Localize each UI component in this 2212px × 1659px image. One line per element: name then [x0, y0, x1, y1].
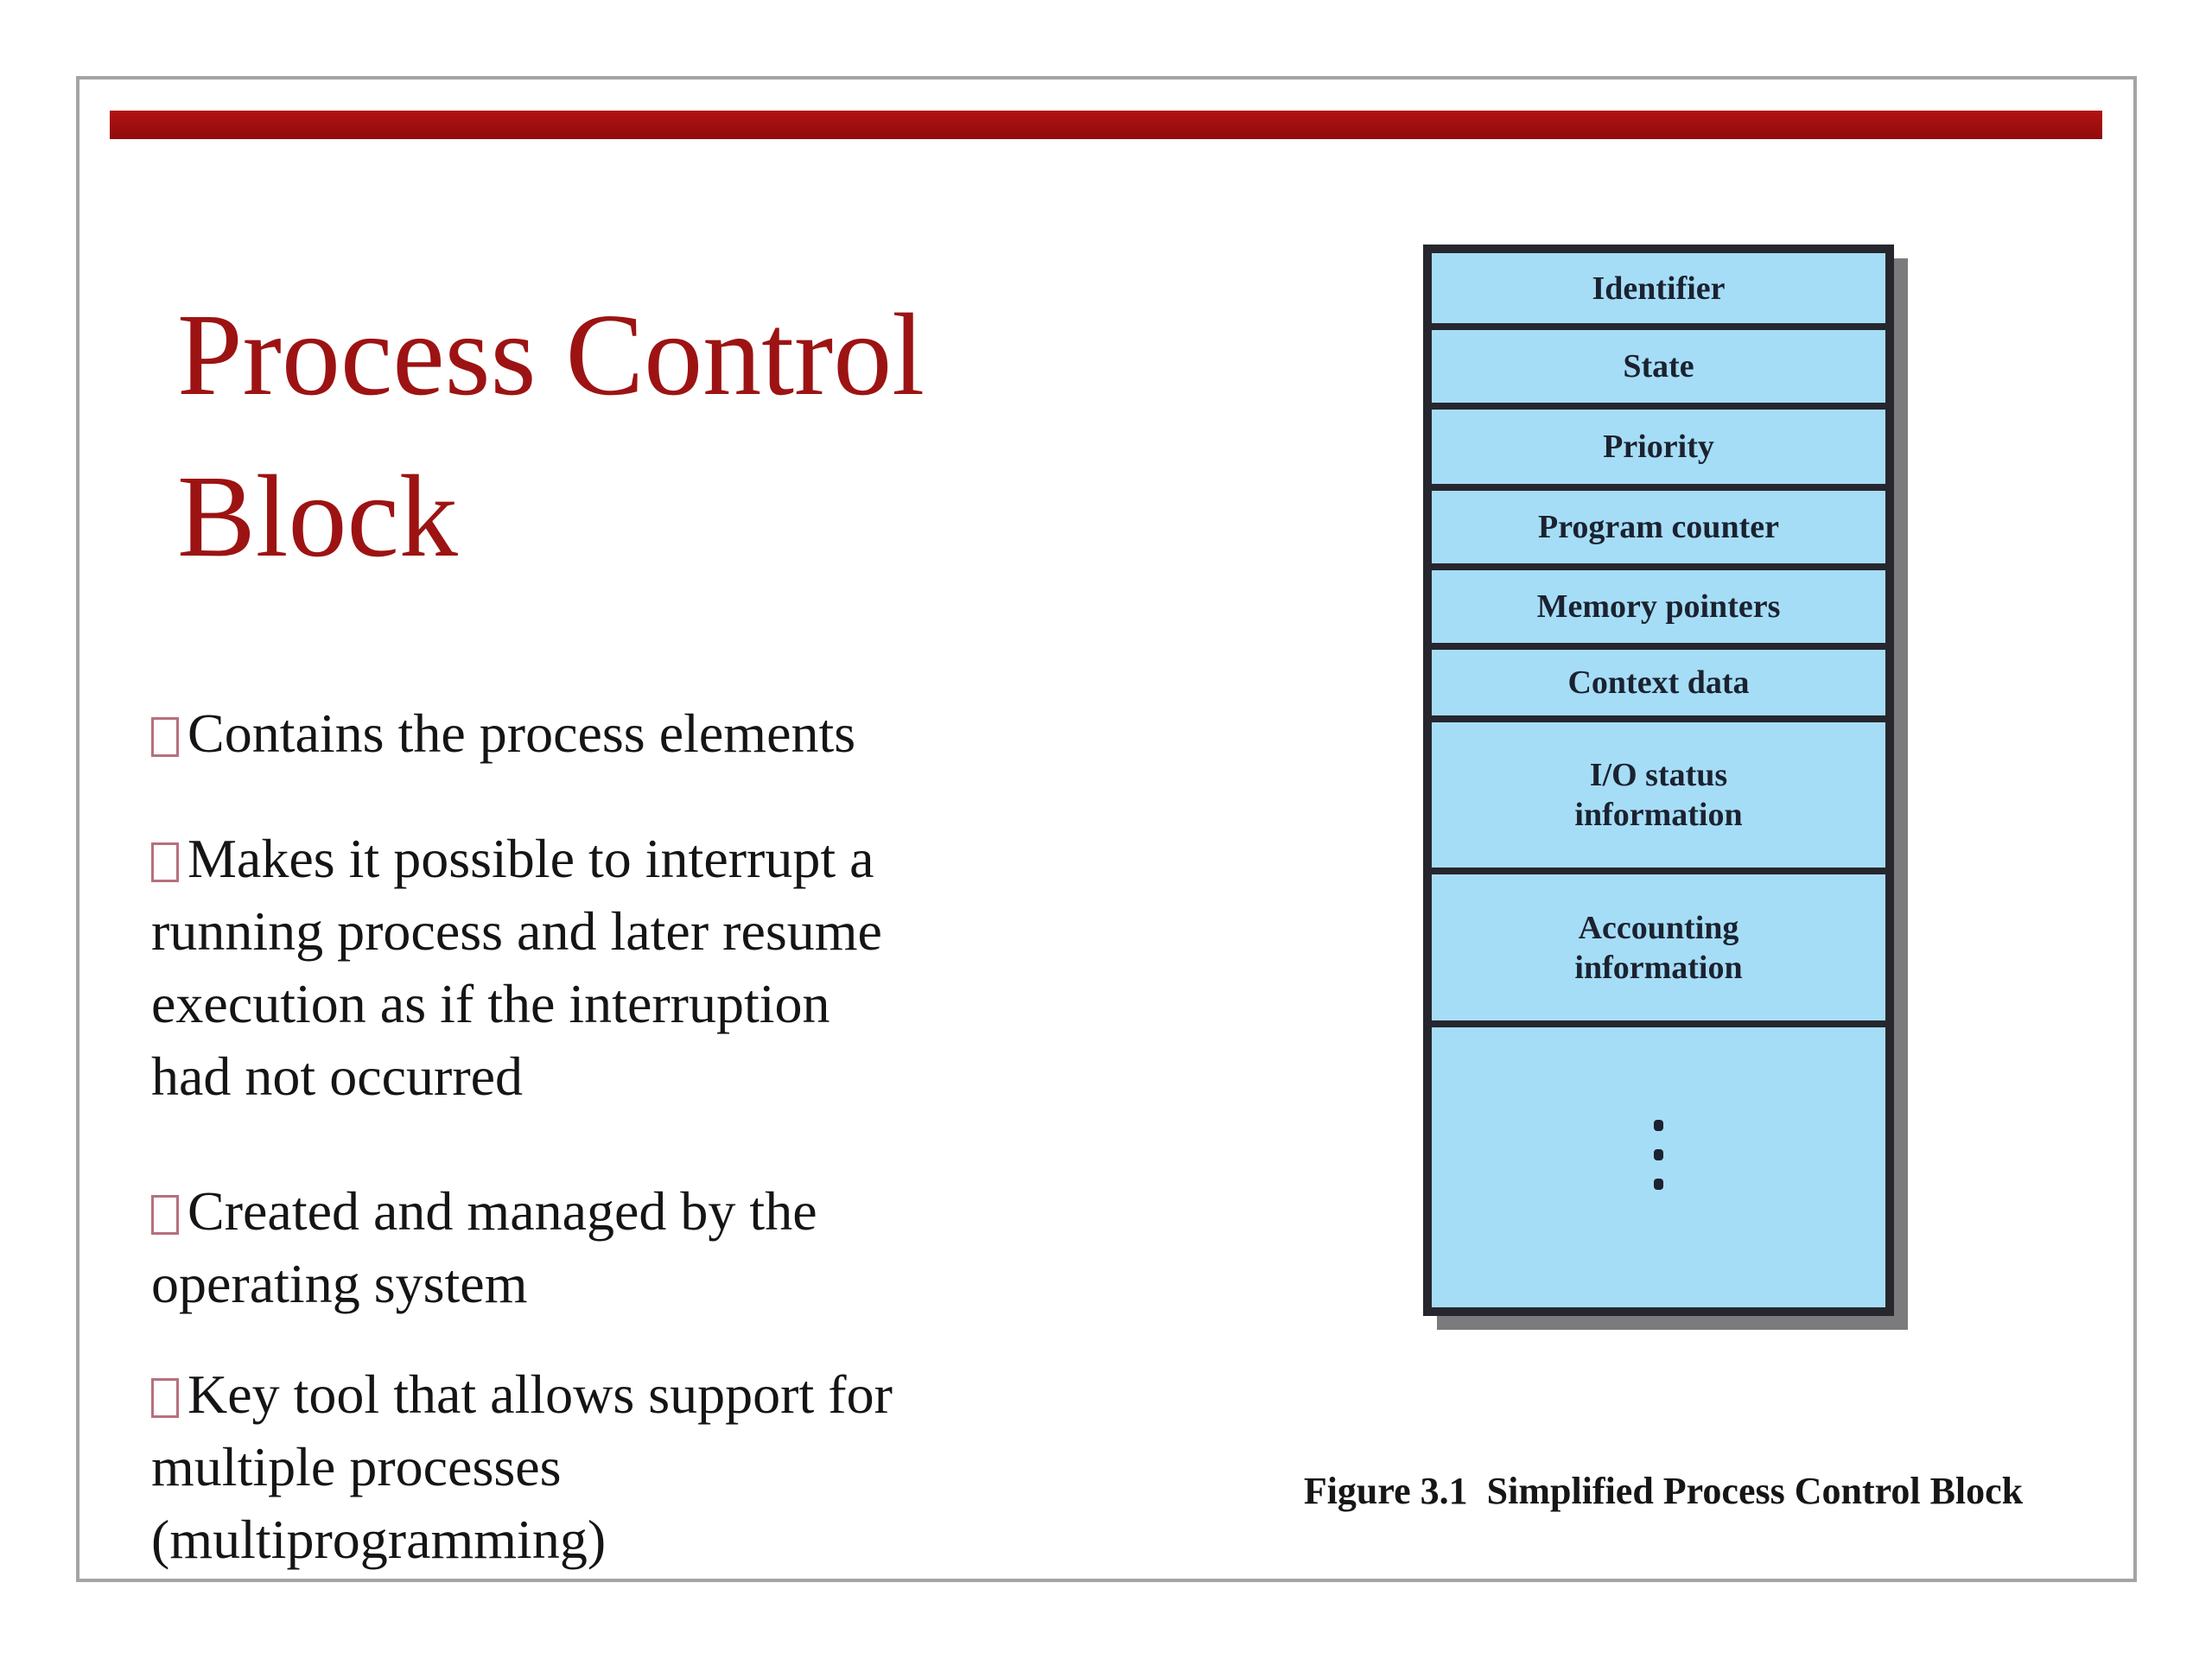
bullet-text: Makes it possible to interrupt a running… — [151, 828, 882, 1107]
list-item: Contains the process elements — [151, 697, 1274, 770]
figure-caption: Figure 3.1 Simplified Process Control Bl… — [1303, 1470, 2024, 1512]
square-bullet-icon — [151, 1195, 179, 1235]
pcb-cell-memory-pointers: Memory pointers — [1432, 570, 1885, 650]
list-item: Makes it possible to interrupt a running… — [151, 823, 1274, 1113]
pcb-cell-priority: Priority — [1432, 410, 1885, 491]
slide-title: Process Control Block — [177, 290, 925, 582]
vertical-ellipsis-icon — [1654, 1119, 1663, 1190]
square-bullet-icon — [151, 717, 179, 757]
square-bullet-icon — [151, 842, 179, 882]
ellipsis-dot — [1654, 1178, 1663, 1190]
pcb-cell-context-data: Context data — [1432, 650, 1885, 722]
list-item: Key tool that allows support for multipl… — [151, 1358, 1274, 1576]
bullet-text: Created and managed by the operating sys… — [151, 1180, 817, 1314]
pcb-cell-program-counter: Program counter — [1432, 491, 1885, 570]
pcb-cell-io-status-information: I/O status information — [1432, 722, 1885, 874]
list-item: Created and managed by the operating sys… — [151, 1175, 1274, 1320]
bullet-text: Contains the process elements — [188, 702, 856, 764]
process-control-block-diagram: Identifier State Priority Program counte… — [1423, 245, 1894, 1316]
pcb-cell-identifier: Identifier — [1432, 253, 1885, 330]
bullet-text: Key tool that allows support for multipl… — [151, 1363, 893, 1570]
pcb-cell-state: State — [1432, 330, 1885, 410]
bullet-list: Contains the process elements Makes it p… — [151, 0, 1274, 1659]
ellipsis-dot — [1654, 1119, 1663, 1131]
pcb-cell-more — [1432, 1027, 1885, 1307]
ellipsis-dot — [1654, 1148, 1663, 1160]
square-bullet-icon — [151, 1378, 179, 1418]
pcb-cell-accounting-information: Accounting information — [1432, 874, 1885, 1027]
accent-bar — [110, 111, 2102, 139]
